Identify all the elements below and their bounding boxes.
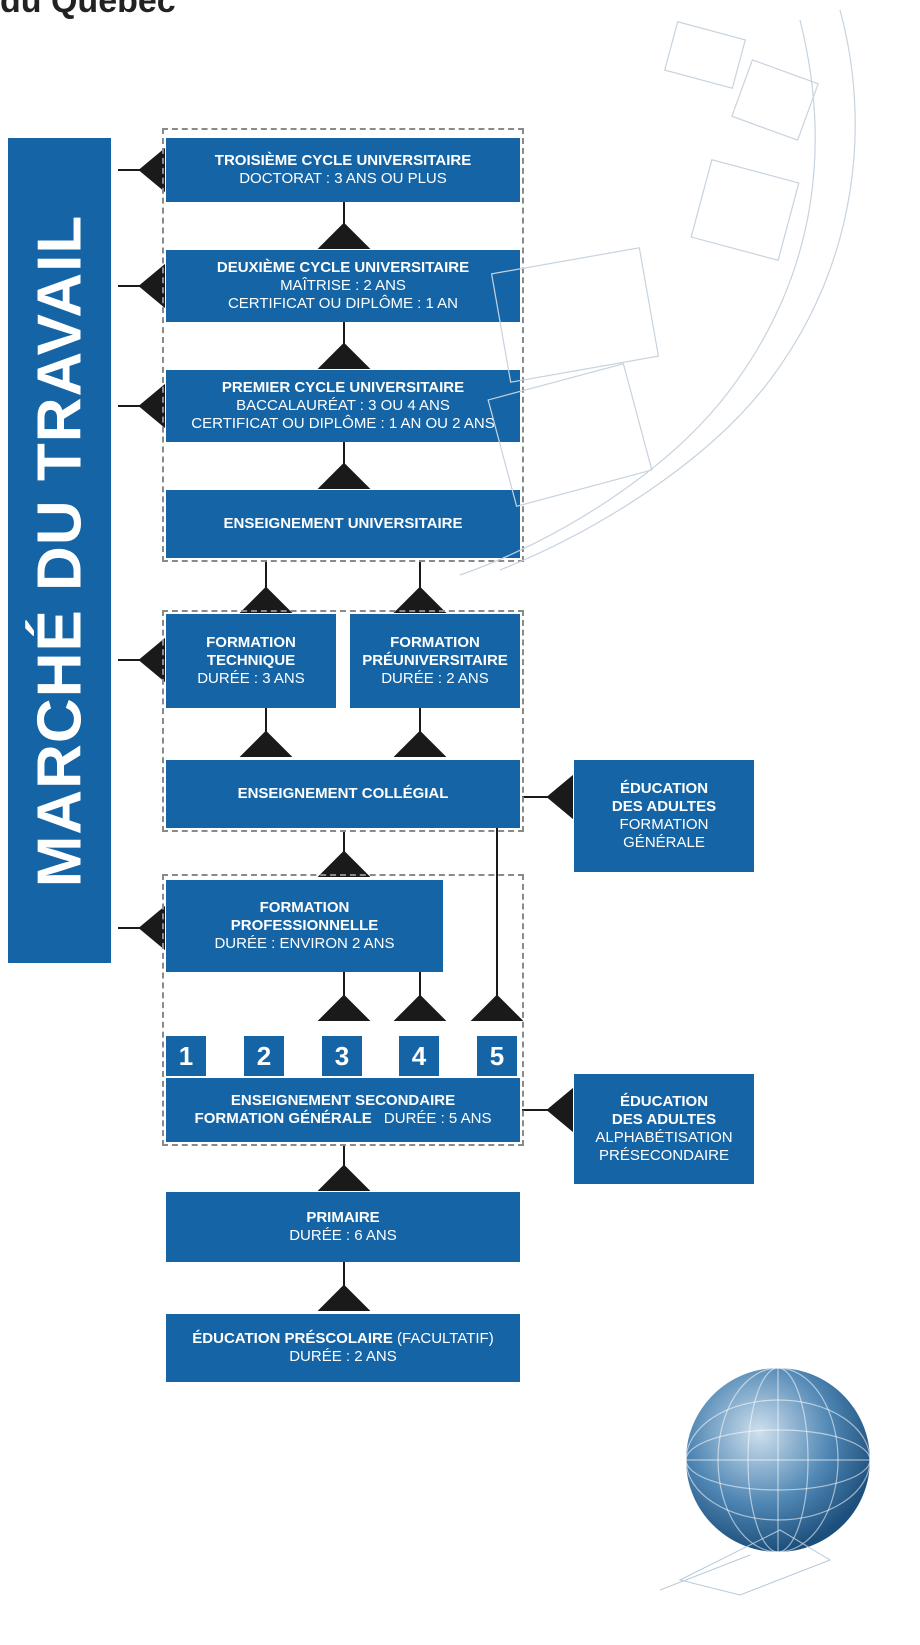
header-text: du Québec	[0, 0, 176, 20]
adult-ed2-title-2: DES ADULTES	[611, 1111, 717, 1128]
arrow-left-icon	[138, 147, 165, 193]
arrow-up-icon	[470, 994, 524, 1021]
masters-duration: MAÎTRISE : 2 ANS	[280, 277, 406, 294]
adult-ed-line-2: GÉNÉRALE	[623, 834, 705, 851]
secondary-box: ENSEIGNEMENT SECONDAIRE FORMATION GÉNÉRA…	[166, 1078, 520, 1142]
bachelor-certificate: CERTIFICAT OU DIPLÔME : 1 AN OU 2 ANS	[191, 415, 495, 432]
primary-duration: DURÉE : 6 ANS	[289, 1227, 397, 1244]
grade-5: 5	[477, 1036, 517, 1076]
secondary-duration: DURÉE : 5 ANS	[383, 1110, 492, 1127]
preuniversity-box: FORMATION PRÉUNIVERSITAIRE DURÉE : 2 ANS	[350, 614, 520, 708]
arrow-up-icon	[317, 850, 371, 877]
preuniversity-duration: DURÉE : 2 ANS	[381, 670, 489, 687]
collegial-title: ENSEIGNEMENT COLLÉGIAL	[237, 785, 449, 802]
professional-title-1: FORMATION	[259, 899, 350, 916]
arrow-left-icon	[138, 905, 165, 951]
arrow-left-icon	[138, 263, 165, 309]
university-box: ENSEIGNEMENT UNIVERSITAIRE	[166, 490, 520, 558]
technical-box: FORMATION TECHNIQUE DURÉE : 3 ANS	[166, 614, 336, 708]
arrow-up-icon	[317, 462, 371, 489]
bachelor-title: PREMIER CYCLE UNIVERSITAIRE	[221, 379, 465, 396]
adult-education-literacy-box: ÉDUCATION DES ADULTES ALPHABÉTISATION PR…	[574, 1074, 754, 1184]
arrow-left-icon	[546, 774, 573, 820]
professional-box: FORMATION PROFESSIONNELLE DURÉE : ENVIRO…	[166, 880, 443, 972]
preschool-title-line: ÉDUCATION PRÉSCOLAIRE (FACULTATIF)	[192, 1330, 493, 1348]
arrow-left-icon	[138, 637, 165, 683]
preuniversity-title-1: FORMATION	[390, 634, 480, 651]
preuniversity-title-2: PRÉUNIVERSITAIRE	[362, 652, 508, 669]
professional-title-2: PROFESSIONNELLE	[230, 917, 379, 934]
arrow-left-icon	[546, 1087, 573, 1133]
arrow-up-icon	[317, 994, 371, 1021]
grade-2: 2	[244, 1036, 284, 1076]
adult-ed2-title-1: ÉDUCATION	[619, 1093, 709, 1110]
technical-duration: DURÉE : 3 ANS	[197, 670, 305, 687]
arrow-up-icon	[239, 586, 293, 613]
adult-ed-title-2: DES ADULTES	[611, 798, 717, 815]
primary-box: PRIMAIRE DURÉE : 6 ANS	[166, 1192, 520, 1262]
primary-title: PRIMAIRE	[306, 1209, 380, 1226]
arrow-up-icon	[393, 994, 447, 1021]
professional-duration: DURÉE : ENVIRON 2 ANS	[214, 935, 395, 952]
masters-certificate: CERTIFICAT OU DIPLÔME : 1 AN	[227, 295, 459, 312]
bachelor-box: PREMIER CYCLE UNIVERSITAIRE BACCALAURÉAT…	[166, 370, 520, 442]
arrow-up-icon	[239, 730, 293, 757]
collegial-box: ENSEIGNEMENT COLLÉGIAL	[166, 760, 520, 828]
preschool-optional: (FACULTATIF)	[397, 1330, 494, 1347]
grade-1: 1	[166, 1036, 206, 1076]
doctorate-title: TROISIÈME CYCLE UNIVERSITAIRE	[214, 152, 472, 169]
arrow-up-icon	[317, 342, 371, 369]
technical-title-1: FORMATION	[206, 634, 296, 651]
flag-ribbon-decoration	[459, 9, 856, 576]
adult-ed-title-1: ÉDUCATION	[619, 780, 709, 797]
grade-3: 3	[322, 1036, 362, 1076]
arrow-up-icon	[317, 1284, 371, 1311]
labor-market-banner: MARCHÉ DU TRAVAIL	[8, 138, 111, 963]
secondary-title-2: FORMATION GÉNÉRALE	[194, 1110, 372, 1127]
preschool-duration: DURÉE : 2 ANS	[289, 1348, 397, 1365]
adult-education-general-box: ÉDUCATION DES ADULTES FORMATION GÉNÉRALE	[574, 760, 754, 872]
arrow-up-icon	[393, 730, 447, 757]
doctorate-duration: DOCTORAT : 3 ANS OU PLUS	[239, 170, 447, 187]
bachelor-duration: BACCALAURÉAT : 3 OU 4 ANS	[236, 397, 450, 414]
masters-title: DEUXIÈME CYCLE UNIVERSITAIRE	[216, 259, 470, 276]
adult-ed2-line-2: PRÉSECONDAIRE	[598, 1147, 730, 1164]
doctorate-box: TROISIÈME CYCLE UNIVERSITAIRE DOCTORAT :…	[166, 138, 520, 202]
technical-title-2: TECHNIQUE	[206, 652, 296, 669]
arrow-up-icon	[317, 222, 371, 249]
secondary-title-1: ENSEIGNEMENT SECONDAIRE	[230, 1092, 456, 1109]
masters-box: DEUXIÈME CYCLE UNIVERSITAIRE MAÎTRISE : …	[166, 250, 520, 322]
globe-icon	[660, 1367, 871, 1596]
adult-ed2-line-1: ALPHABÉTISATION	[595, 1129, 733, 1146]
preschool-box: ÉDUCATION PRÉSCOLAIRE (FACULTATIF) DURÉE…	[166, 1314, 520, 1382]
grade-4: 4	[399, 1036, 439, 1076]
arrow-up-icon	[393, 586, 447, 613]
adult-ed-line-1: FORMATION	[619, 816, 709, 833]
university-title: ENSEIGNEMENT UNIVERSITAIRE	[223, 515, 463, 532]
preschool-title: ÉDUCATION PRÉSCOLAIRE	[192, 1330, 393, 1347]
secondary-line-2: FORMATION GÉNÉRALE DURÉE : 5 ANS	[195, 1110, 492, 1128]
arrow-up-icon	[317, 1164, 371, 1191]
arrow-left-icon	[138, 383, 165, 429]
